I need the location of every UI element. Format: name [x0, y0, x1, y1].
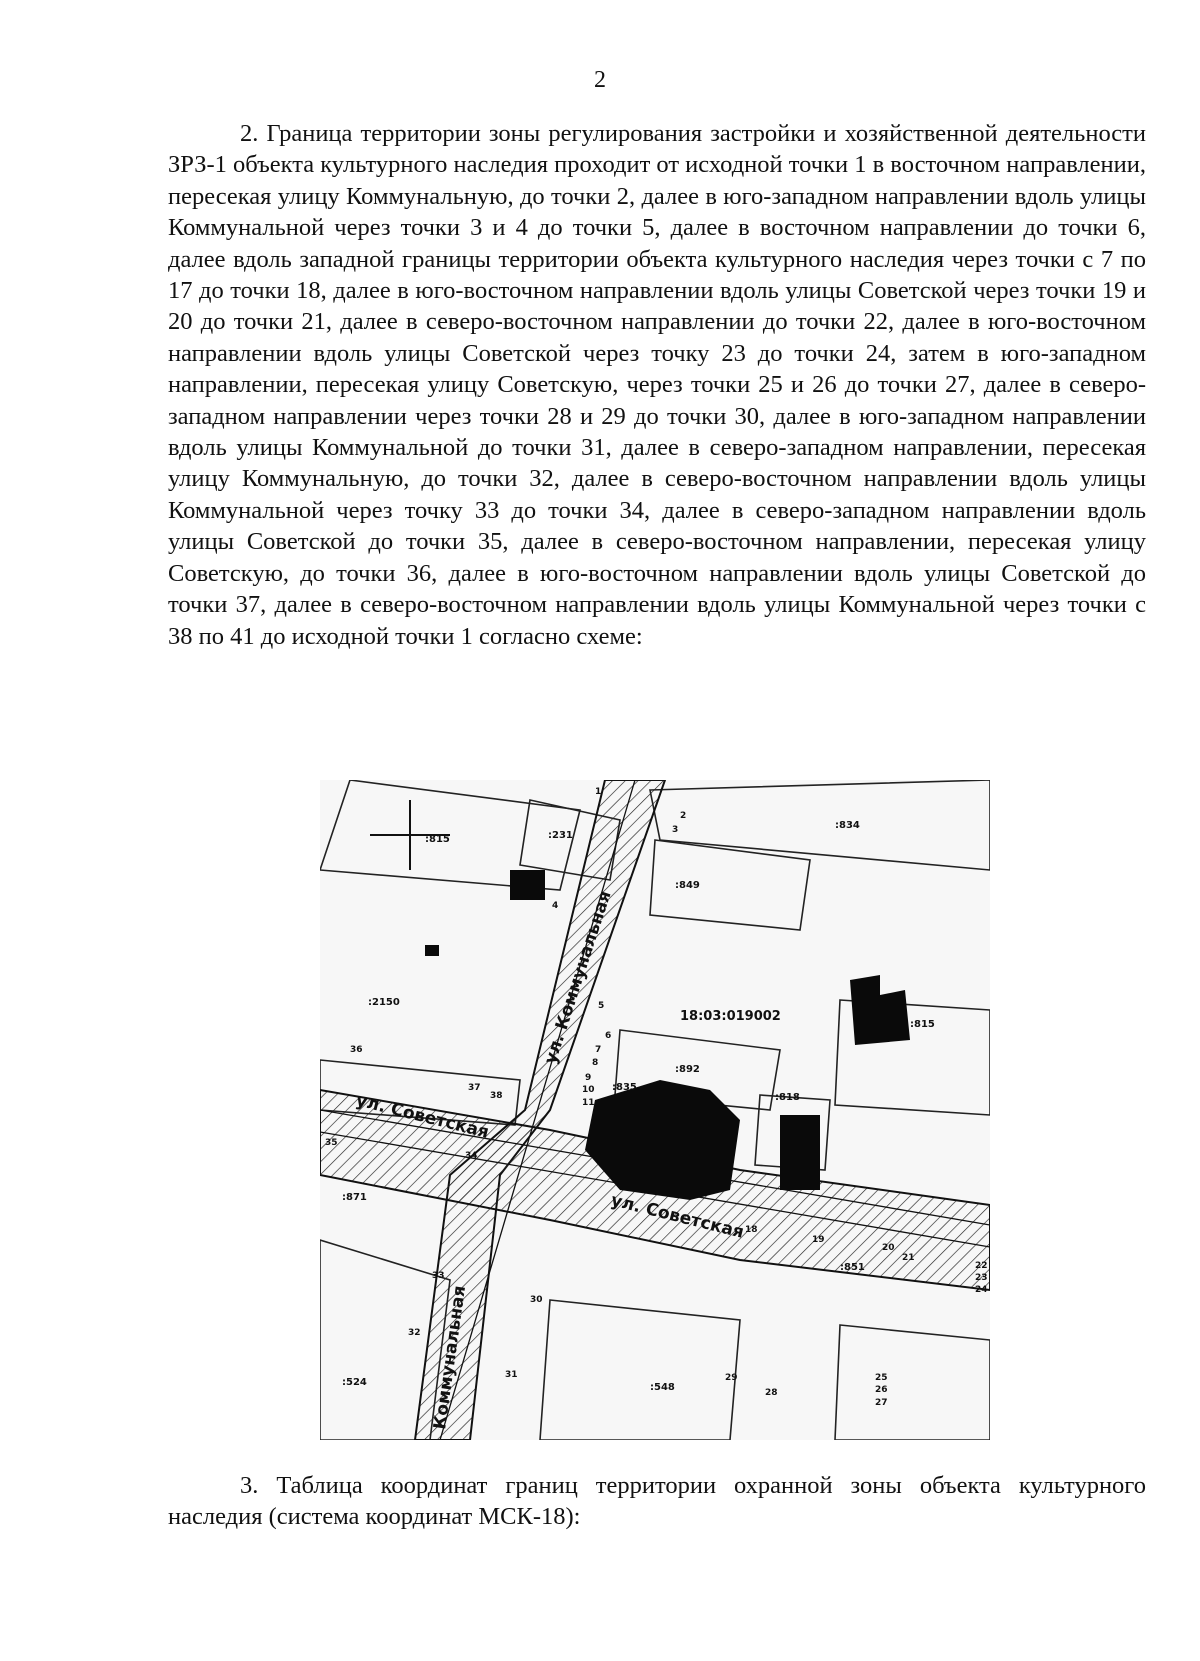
point-label: 2 [680, 811, 686, 821]
buildings [425, 870, 910, 1200]
point-label: 20 [882, 1243, 895, 1253]
point-label: 25 [875, 1373, 888, 1383]
scheme-map: 18:03:019002 :815 :231 :834 :849 :2150 :… [320, 780, 990, 1440]
point-label: 1 [595, 787, 601, 797]
parcel-label: :815 [425, 834, 450, 845]
point-label: 30 [530, 1295, 543, 1305]
parcel-label: :871 [342, 1192, 367, 1203]
point-label: 3 [672, 825, 678, 835]
north-arrow-icon [370, 800, 450, 870]
point-label: 33 [432, 1271, 445, 1281]
point-label: 5 [598, 1001, 604, 1011]
point-label: 35 [325, 1138, 338, 1148]
point-label: 29 [725, 1373, 738, 1383]
parcel-label: :834 [835, 820, 860, 831]
page-number: 2 [594, 67, 606, 93]
point-label: 23 [975, 1273, 988, 1283]
parcel-label: :835 [612, 1082, 637, 1093]
point-label: 4 [552, 901, 558, 911]
section-2-paragraph: 2. Граница территории зоны регулирования… [168, 118, 1146, 652]
parcel-label: :815 [910, 1019, 935, 1030]
section-3-number: 3. [240, 1472, 259, 1499]
point-label: 18 [745, 1225, 758, 1235]
section-3-text: Таблица координат границ территории охра… [168, 1472, 1146, 1531]
point-label: 36 [350, 1045, 363, 1055]
section-3-paragraph: 3. Таблица координат границ территории о… [168, 1470, 1146, 1533]
point-label: 19 [812, 1235, 825, 1245]
point-label: 27 [875, 1398, 888, 1408]
parcel-label: :892 [675, 1064, 700, 1075]
zone-boundary-scheme: 18:03:019002 :815 :231 :834 :849 :2150 :… [320, 780, 990, 1440]
parcel-label: :2150 [368, 997, 400, 1008]
point-label: 28 [765, 1388, 778, 1398]
boundary-points: 1 2 3 4 5 6 7 8 9 10 11 18 19 20 21 22 2… [325, 787, 988, 1408]
parcel-labels: :815 :231 :834 :849 :2150 :815 :892 :835… [342, 820, 935, 1393]
point-label: 22 [975, 1261, 988, 1271]
parcel-label: :851 [840, 1262, 865, 1273]
point-label: 6 [605, 1031, 611, 1041]
parcel-label: :849 [675, 880, 700, 891]
point-label: 11 [582, 1098, 595, 1108]
parcel-label: :548 [650, 1382, 675, 1393]
point-label: 9 [585, 1073, 591, 1083]
parcel-label: :231 [548, 830, 573, 841]
point-label: 10 [582, 1085, 595, 1095]
cadastral-block-label: 18:03:019002 [680, 1009, 781, 1024]
point-label: 32 [408, 1328, 421, 1338]
point-label: 37 [468, 1083, 481, 1093]
point-label: 7 [595, 1045, 601, 1055]
point-label: 8 [592, 1058, 598, 1068]
parcel-label: :818 [775, 1092, 800, 1103]
parcel-label: :524 [342, 1377, 367, 1388]
point-label: 38 [490, 1091, 503, 1101]
point-label: 31 [505, 1370, 518, 1380]
point-label: 21 [902, 1253, 915, 1263]
section-2-text: Граница территории зоны регулирования за… [168, 120, 1146, 650]
section-2-number: 2. [240, 120, 259, 147]
point-label: 34 [465, 1151, 478, 1161]
point-label: 26 [875, 1385, 888, 1395]
point-label: 24 [975, 1285, 988, 1295]
